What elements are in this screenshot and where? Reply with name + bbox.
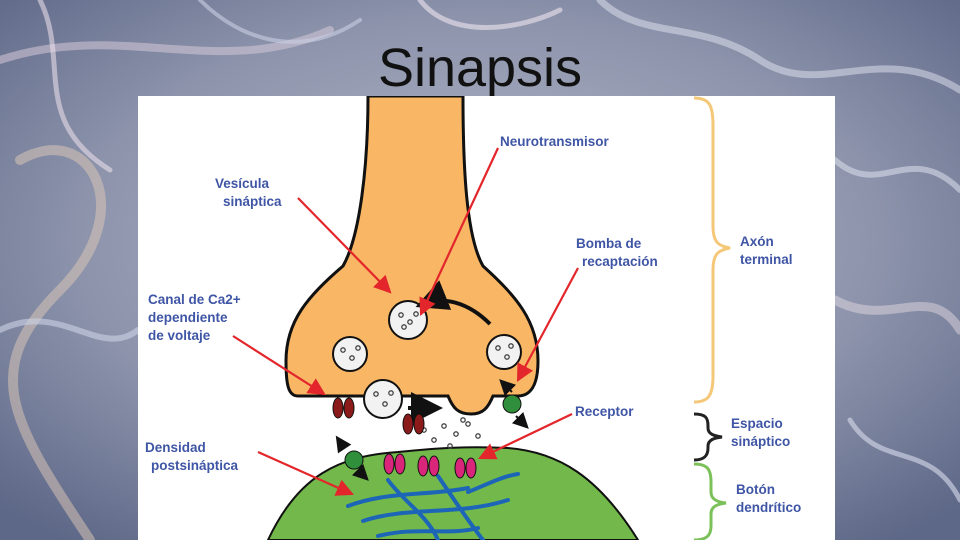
label-axon-line1: Axón [740,234,774,249]
label-axon-line2: terminal [740,252,793,267]
calcium-channels [332,397,425,435]
label-receptor: Receptor [575,404,634,419]
label-dendrite-line1: Botón [736,482,775,497]
label-dendrite-line2: dendrítico [736,500,801,515]
pointer-arrows [232,147,579,496]
pump-arrows [335,379,529,481]
synapse-diagram-panel: Neurotransmisor Vesícula sináptica Bomba… [138,96,835,540]
label-density-line2: postsináptica [151,458,239,473]
neurotransmitter-molecules [340,311,514,449]
label-neurotransmitter: Neurotransmisor [500,134,610,149]
postsynaptic-density-filaments [346,472,520,540]
dendritic-button-bracket [693,462,727,540]
label-density-line1: Densidad [145,440,206,455]
label-pump-line1: Bomba de [576,236,642,251]
axon-terminal-bracket [693,96,731,404]
label-channel-line1: Canal de Ca2+ [148,292,241,307]
label-channel-line2: dependiente [148,310,228,325]
label-pump-line2: recaptación [582,254,658,269]
label-vesicle-line2: sináptica [223,194,282,209]
axon-terminal [284,96,540,416]
dendritic-button [266,446,640,540]
label-cleft-line2: sináptico [731,434,790,449]
label-cleft-line1: Espacio [731,416,783,431]
receptors [383,453,477,479]
slide-title: Sinapsis [377,38,583,98]
synaptic-cleft-bracket [693,412,723,462]
label-channel-line3: de voltaje [148,328,211,343]
label-vesicle-line1: Vesícula [215,176,270,191]
synapse-diagram: Neurotransmisor Vesícula sináptica Bomba… [145,96,801,540]
